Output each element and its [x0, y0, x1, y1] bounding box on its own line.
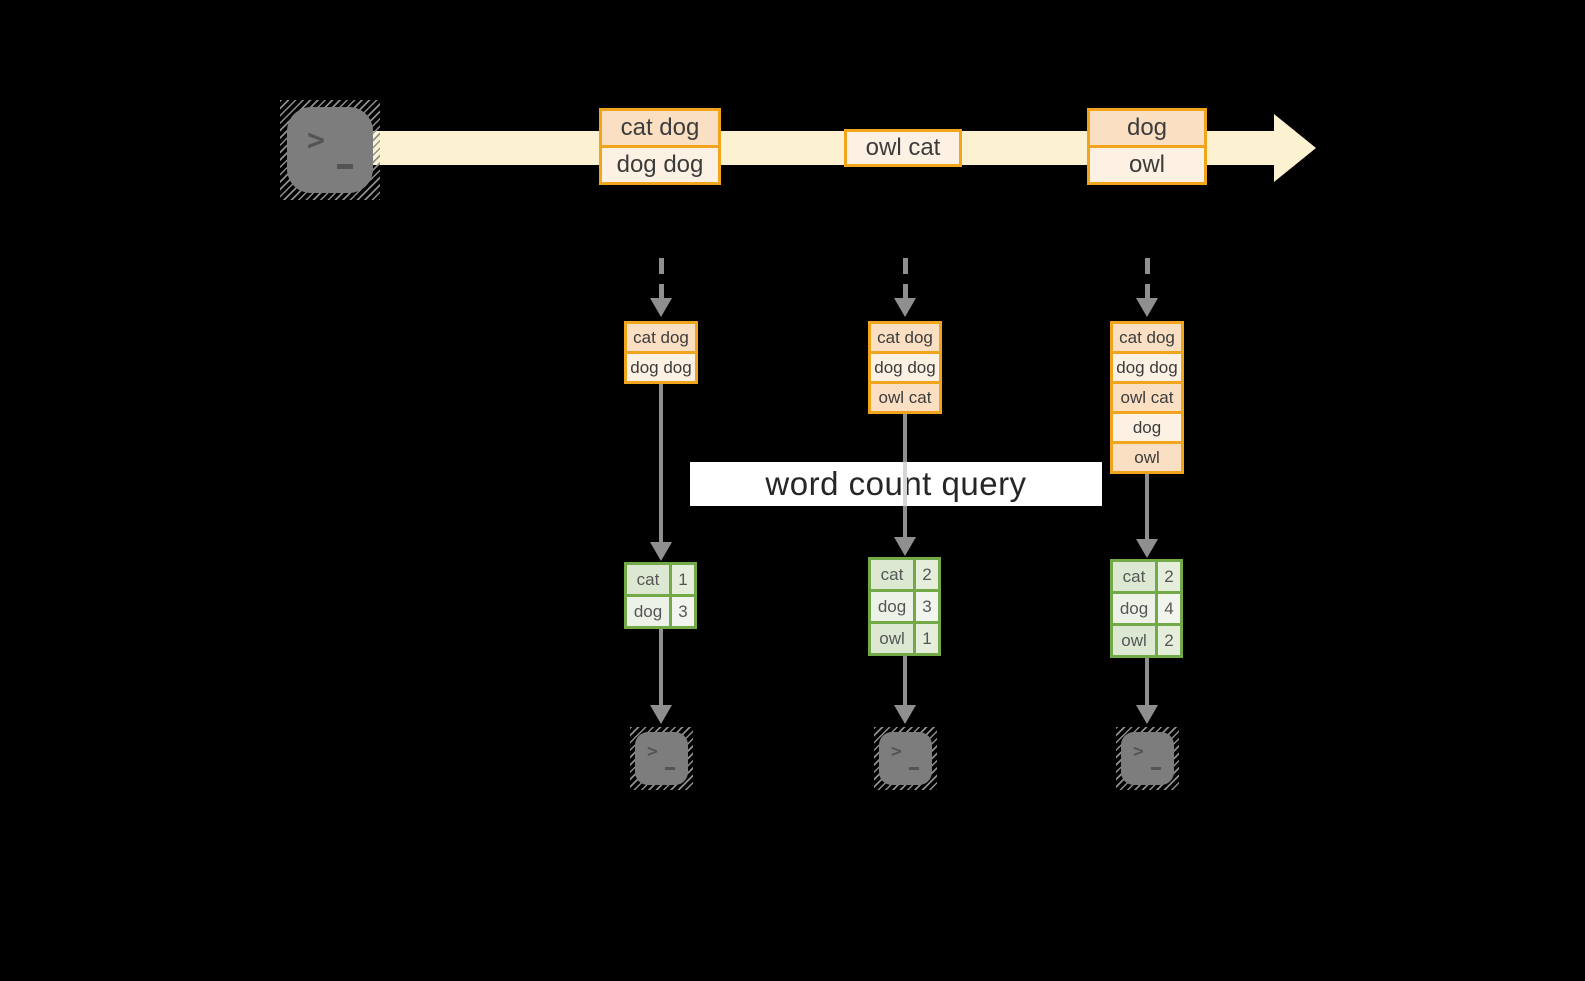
word-cell: cat — [871, 560, 913, 589]
arrowhead-icon — [1136, 539, 1158, 558]
state-row: cat dog — [1110, 321, 1184, 354]
state-row: dog dog — [624, 351, 698, 384]
state-row: cat dog — [868, 321, 942, 354]
word-cell: owl — [871, 624, 913, 653]
event-line: dog — [1087, 108, 1207, 148]
arrowhead-icon — [894, 537, 916, 556]
stream-event-box: owl cat — [844, 129, 962, 167]
input-state-stack: cat dog dog dog owl cat dog owl — [1110, 321, 1184, 474]
word-cell: cat — [627, 565, 669, 594]
output-arrow-line — [659, 627, 663, 707]
terminal-icon: > — [874, 727, 937, 790]
count-cell: 1 — [672, 565, 694, 594]
arrowhead-icon — [894, 298, 916, 317]
output-arrow-line — [1145, 656, 1149, 707]
count-cell: 2 — [916, 560, 938, 589]
query-arrow-line — [659, 380, 663, 542]
state-row: dog dog — [1110, 351, 1184, 384]
arrowhead-icon — [1136, 298, 1158, 317]
arrowhead-icon — [650, 705, 672, 724]
state-row: owl — [1110, 441, 1184, 474]
count-cell: 4 — [1158, 594, 1180, 623]
terminal-icon: > — [630, 727, 693, 790]
count-cell: 3 — [672, 597, 694, 626]
query-arrow-line — [1145, 470, 1149, 539]
terminal-cursor-icon — [665, 767, 675, 770]
terminal-prompt-icon: > — [647, 741, 658, 762]
dashed-arrow-line — [1145, 258, 1150, 300]
terminal-screen: > — [287, 107, 373, 193]
word-cell: dog — [1113, 594, 1155, 623]
word-cell: owl — [1113, 626, 1155, 655]
state-row: owl cat — [868, 381, 942, 414]
count-cell: 2 — [1158, 626, 1180, 655]
event-line: owl — [1087, 145, 1207, 185]
wordcount-table: cat 1 dog 3 — [624, 562, 697, 629]
state-row: dog — [1110, 411, 1184, 444]
input-state-stack: cat dog dog dog owl cat — [868, 321, 942, 414]
query-label: word count query — [765, 465, 1027, 502]
query-label-band: word count query — [690, 462, 1102, 506]
dashed-arrow-line — [659, 258, 664, 300]
terminal-prompt-icon: > — [1133, 741, 1144, 762]
word-cell: cat — [1113, 562, 1155, 591]
input-state-stack: cat dog dog dog — [624, 321, 698, 384]
arrowhead-icon — [650, 298, 672, 317]
state-row: dog dog — [868, 351, 942, 384]
terminal-prompt-icon: > — [307, 123, 326, 158]
word-cell: dog — [627, 597, 669, 626]
query-arrow-line-overlay — [903, 462, 907, 506]
event-line: cat dog — [599, 108, 721, 148]
terminal-cursor-icon — [337, 164, 353, 169]
terminal-screen: > — [1121, 732, 1174, 785]
output-arrow-line — [903, 654, 907, 707]
event-line: dog dog — [599, 145, 721, 185]
terminal-cursor-icon — [909, 767, 919, 770]
wordcount-table: cat 2 dog 3 owl 1 — [868, 557, 941, 656]
terminal-icon: > — [1116, 727, 1179, 790]
arrowhead-icon — [650, 542, 672, 561]
count-cell: 1 — [916, 624, 938, 653]
stream-event-box: cat dog dog dog — [599, 108, 721, 185]
terminal-screen: > — [635, 732, 688, 785]
count-cell: 2 — [1158, 562, 1180, 591]
state-row: cat dog — [624, 321, 698, 354]
stream-arrowhead-icon — [1274, 114, 1316, 182]
word-cell: dog — [871, 592, 913, 621]
arrowhead-icon — [894, 705, 916, 724]
terminal-icon: > — [280, 100, 380, 200]
stream-event-box: dog owl — [1087, 108, 1207, 185]
dashed-arrow-line — [903, 258, 908, 300]
wordcount-table: cat 2 dog 4 owl 2 — [1110, 559, 1183, 658]
count-cell: 3 — [916, 592, 938, 621]
terminal-screen: > — [879, 732, 932, 785]
arrowhead-icon — [1136, 705, 1158, 724]
terminal-prompt-icon: > — [891, 741, 902, 762]
event-line: owl cat — [844, 129, 962, 167]
terminal-cursor-icon — [1151, 767, 1161, 770]
state-row: owl cat — [1110, 381, 1184, 414]
